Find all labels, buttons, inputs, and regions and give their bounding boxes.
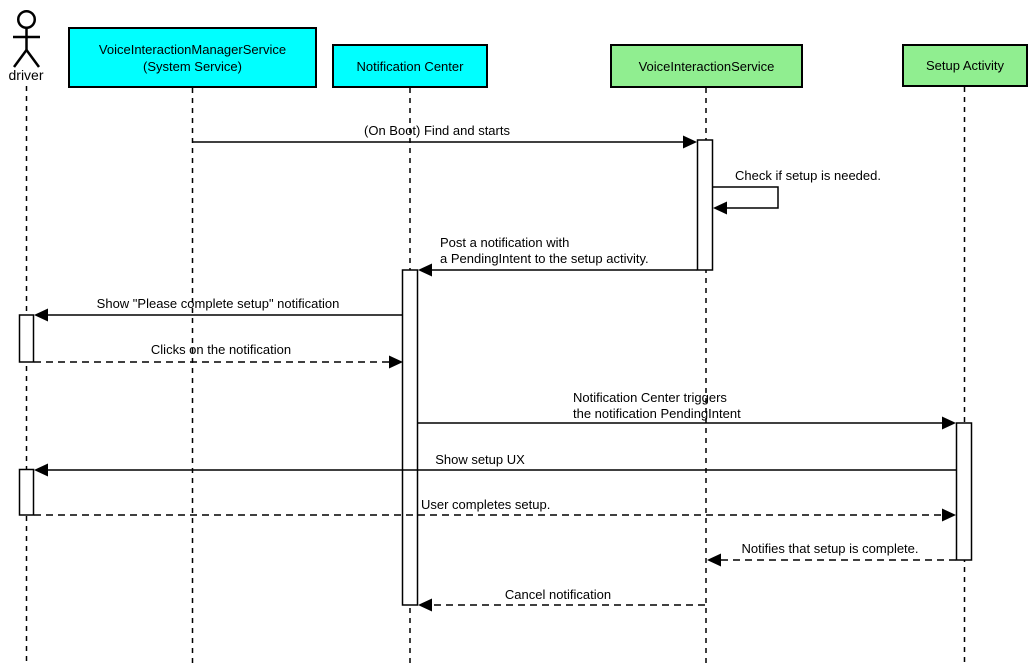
arrowhead-icon: [418, 598, 432, 612]
arrowhead-icon: [942, 416, 956, 430]
arrowhead-icon: [34, 308, 48, 322]
participant-voiceinteractionmanagerservice: VoiceInteractionManagerService (System S…: [68, 27, 317, 88]
arrowhead-icon: [34, 463, 48, 477]
arrow-user-completes-setup: [34, 508, 956, 522]
arrow-trigger-pendingintent: [418, 416, 956, 430]
message-label-check-setup-needed: Check if setup is needed.: [735, 168, 881, 183]
arrow-cancel-notification: [418, 598, 705, 612]
arrowhead-icon: [713, 201, 727, 215]
message-label-user-completes-setup: User completes setup.: [421, 497, 551, 512]
message-label-show-setup-ux: Show setup UX: [435, 452, 525, 467]
arrow-post-notification: [418, 263, 697, 277]
message-label-find-and-starts: (On Boot) Find and starts: [364, 123, 510, 138]
arrow-show-setup-ux: [34, 463, 956, 477]
activation-bars: [18, 139, 973, 606]
arrowhead-icon: [683, 135, 697, 149]
arrow-check-if-setup-needed: [713, 186, 779, 215]
arrowhead-icon: [707, 553, 721, 567]
participant-voiceinteractionservice: VoiceInteractionService: [610, 44, 803, 88]
arrow-show-setup-notification: [34, 308, 402, 322]
message-label-cancel-notification: Cancel notification: [504, 587, 612, 602]
activation-setup-activity: [955, 422, 973, 561]
activation-voiceinteractionservice: [696, 139, 714, 271]
arrowhead-icon: [942, 508, 956, 522]
arrowhead-icon: [418, 263, 432, 277]
activation-notification-center: [401, 269, 419, 606]
message-arrows: [34, 135, 956, 612]
activation-driver-1: [18, 314, 35, 363]
activation-driver-2: [18, 468, 35, 516]
message-label-notify-setup-complete: Notifies that setup is complete.: [741, 541, 919, 556]
message-label-trigger-pendingintent: Notification Center triggers the notific…: [573, 390, 741, 421]
actor-icon: [12, 10, 41, 68]
arrow-notify-setup-complete: [707, 553, 956, 567]
arrow-clicks-notification: [34, 355, 403, 369]
participant-setup-activity: Setup Activity: [902, 44, 1028, 87]
message-label-show-setup-notification: Show "Please complete setup" notificatio…: [96, 296, 340, 311]
message-label-post-notification: Post a notification with a PendingIntent…: [440, 235, 649, 266]
arrowhead-icon: [389, 355, 403, 369]
message-label-clicks-notification: Clicks on the notification: [150, 342, 292, 357]
participant-driver-label: driver: [8, 67, 44, 83]
arrow-find-and-starts: [193, 135, 697, 149]
participant-notification-center: Notification Center: [332, 44, 488, 88]
